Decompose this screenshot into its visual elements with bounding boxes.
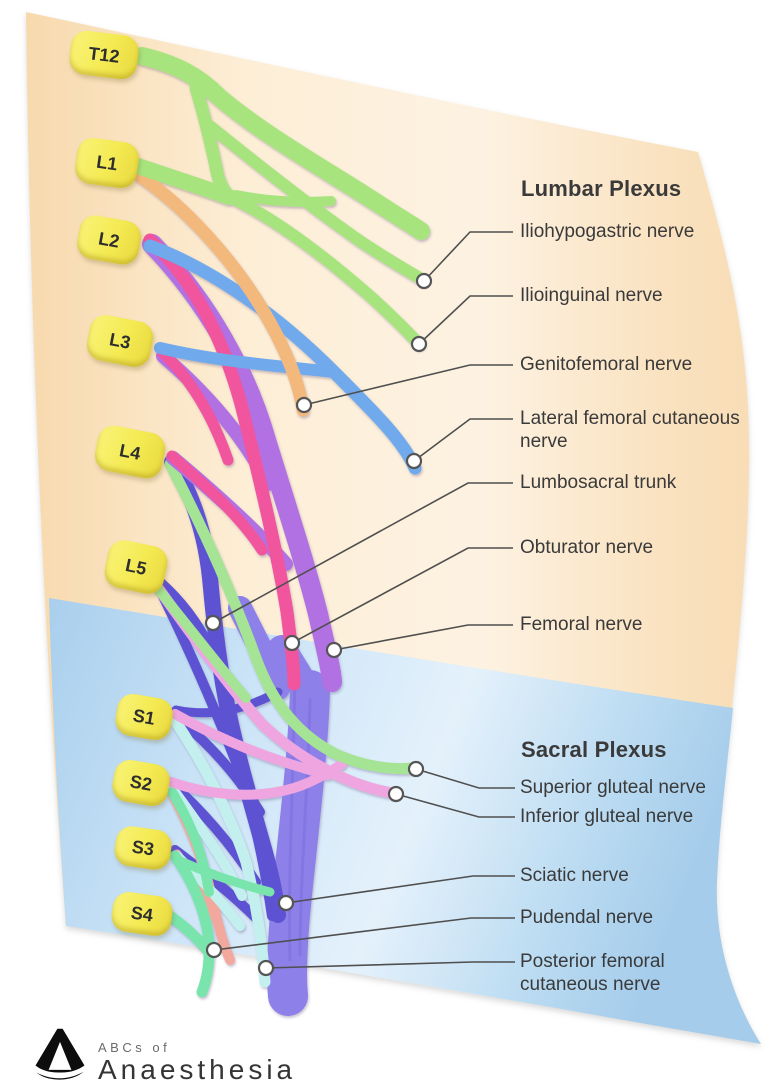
leader-line — [395, 793, 515, 818]
nerve-green-path — [231, 190, 336, 207]
root-label-T12: T12 — [67, 29, 141, 81]
nerve-green-path — [133, 47, 430, 240]
marker-dot — [295, 396, 313, 414]
marker-dot — [387, 785, 405, 803]
nerve-label-purple: Femoral nerve — [520, 614, 643, 635]
nerve-label-periwinkle: Sciatic nerve — [520, 865, 629, 886]
nerve-label-pink: Obturator nerve — [520, 537, 654, 558]
nerve-label-blue: Lateral femoral cutaneous nerve — [520, 408, 740, 453]
logo-line1: ABCs of — [98, 1040, 171, 1055]
nerve-pink-path — [166, 450, 268, 556]
nerve-label-green: Ilioinguinal nerve — [520, 285, 663, 306]
marker-dot — [407, 760, 425, 778]
leader-line — [265, 961, 515, 969]
leader-line — [415, 768, 515, 789]
logo-icon — [35, 1028, 85, 1080]
nerve-green-path — [204, 120, 429, 286]
nerve-label-indigo: Lumbosacral trunk — [520, 472, 677, 493]
nerve-mint-path — [169, 850, 215, 998]
nerve-light_green-path — [164, 458, 419, 775]
marker-dot — [325, 641, 343, 659]
nerve-mint-path — [164, 910, 213, 956]
marker-dot — [283, 634, 301, 652]
marker-dot — [204, 614, 222, 632]
nerve-cyan-path — [170, 716, 271, 988]
nerve-label-light_green: Superior gluteal nerve — [520, 777, 706, 798]
nerve-label-orange: Genitofemoral nerve — [520, 354, 693, 375]
leader-line — [303, 364, 513, 406]
nerve-pink-path — [156, 346, 234, 466]
marker-dot — [205, 941, 223, 959]
nerve-orange-path — [133, 169, 310, 417]
logo: ABCs of Anaesthesia — [32, 1026, 296, 1084]
marker-dot — [415, 272, 433, 290]
sacral-plexus-title: Sacral Plexus — [521, 737, 667, 762]
logo-text: ABCs of Anaesthesia — [98, 1040, 296, 1084]
leader-line — [213, 917, 515, 951]
nerve-light_green-path — [144, 573, 251, 703]
marker-dot — [277, 894, 295, 912]
nerve-label-cyan: Posterior femoral cutaneous nerve — [520, 951, 665, 996]
nerve-label-green: Iliohypogastric nerve — [520, 221, 695, 242]
nerve-paths — [130, 47, 430, 1016]
leader-line — [285, 875, 515, 904]
marker-dot — [405, 452, 423, 470]
leader-line — [291, 547, 513, 644]
nerve-light_pink-path — [170, 709, 333, 780]
leader-lines — [212, 231, 515, 969]
nerve-label-light_pink: Inferior gluteal nerve — [520, 806, 694, 827]
nerve-blue-path — [143, 239, 422, 475]
logo-line2: Anaesthesia — [98, 1054, 297, 1085]
nerve-mint-path — [173, 855, 275, 897]
nerve-markers — [204, 272, 433, 977]
nerve-green-path — [130, 158, 237, 205]
leader-line — [418, 295, 513, 345]
marker-dot — [257, 959, 275, 977]
nerve-green-path — [224, 191, 425, 350]
leader-line — [413, 418, 513, 462]
nerve-light_pink-path — [166, 759, 347, 800]
marker-dot — [410, 335, 428, 353]
root-label-L1: L1 — [73, 135, 141, 191]
nerve-blue-path — [154, 342, 340, 378]
leader-line — [423, 231, 513, 282]
nerve-label-mint: Pudendal nerve — [520, 907, 654, 928]
nerve-indigo-path — [151, 577, 277, 921]
lumbar-plexus-title: Lumbar Plexus — [521, 176, 682, 201]
nerve-mint-path — [167, 787, 214, 897]
leader-line — [333, 624, 513, 651]
nerve-periwinkle-path — [266, 670, 330, 1016]
leader-line — [212, 482, 513, 624]
